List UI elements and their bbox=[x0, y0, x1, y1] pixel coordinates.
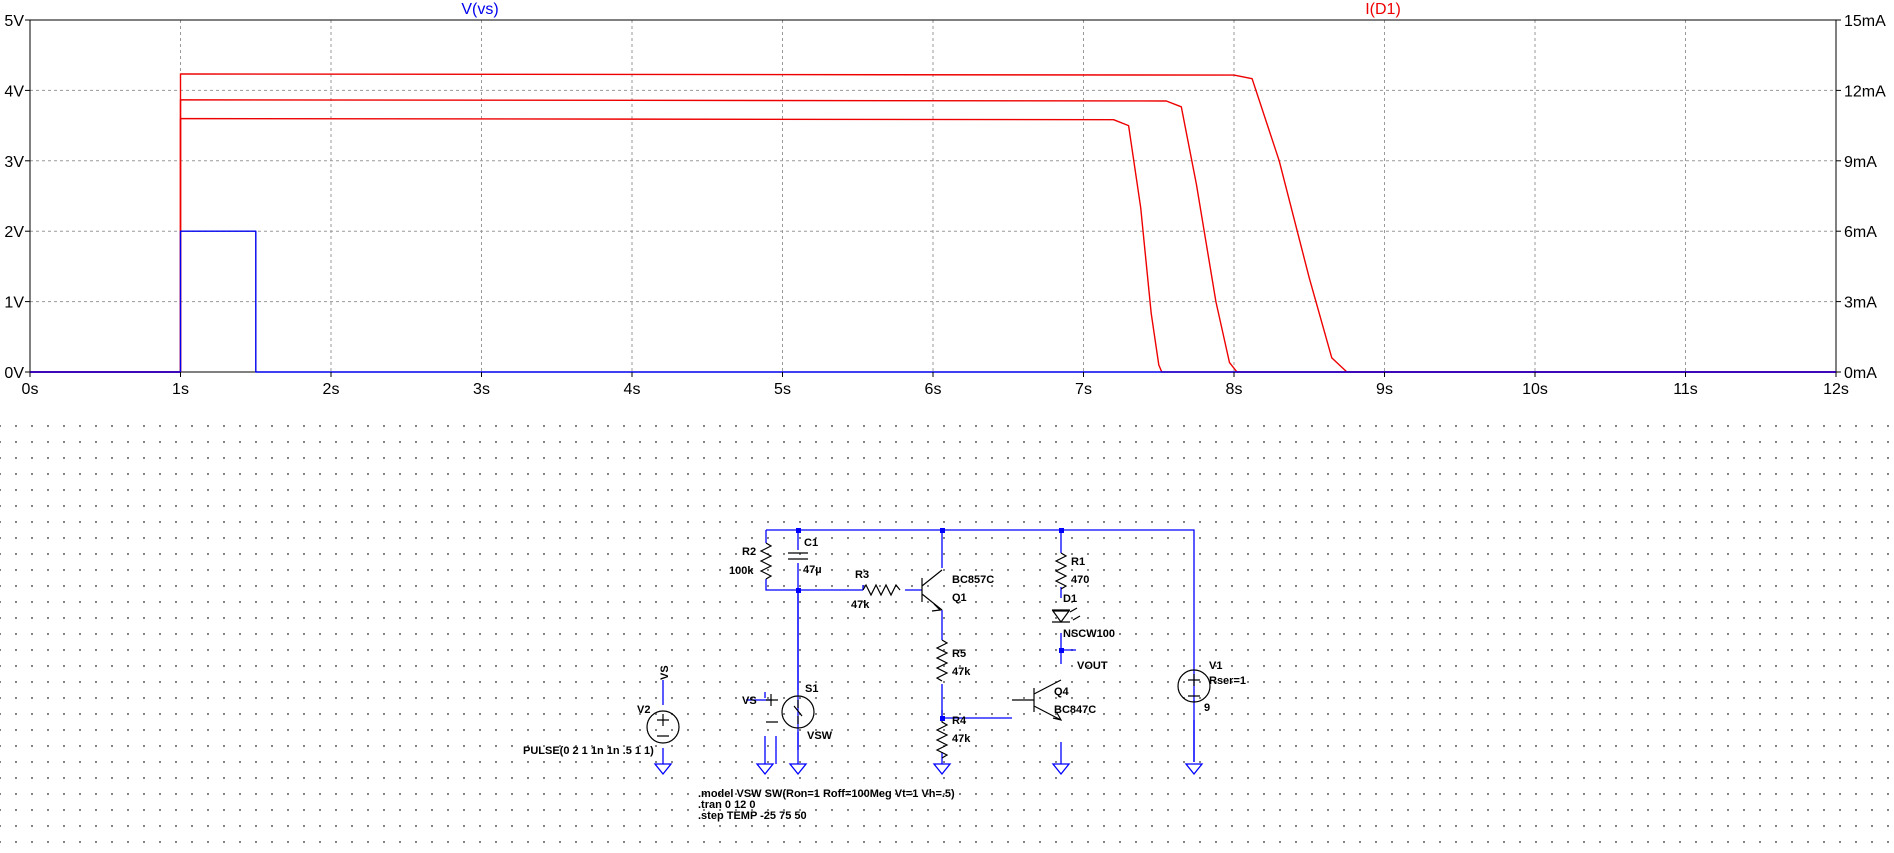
y-right-tick-label: 9mA bbox=[1844, 154, 1877, 171]
x-tick-label: 10s bbox=[1522, 381, 1548, 398]
ground-icon bbox=[755, 763, 775, 776]
r1-resistor-icon bbox=[1054, 552, 1068, 590]
spice-directive: .tran 0 12 0 bbox=[698, 799, 755, 811]
y-left-tick-label: 1V bbox=[4, 295, 24, 312]
y-right-tick-label: 0mA bbox=[1844, 365, 1877, 382]
waveform-plot[interactable]: 0s 1s 2s 3s 4s 5s 6s 7s 8s 9s 10s 11s 12s 0V 1V 2V 3V 4V 5… bbox=[0, 0, 1894, 420]
y-right-tick-label: 15mA bbox=[1844, 13, 1886, 30]
r3-value: 47k bbox=[851, 599, 870, 611]
vs-net-label: VS bbox=[659, 665, 671, 680]
r4-label: R4 bbox=[952, 715, 967, 727]
y-left-tick-label: 0V bbox=[4, 365, 24, 382]
schematic-pane[interactable]: R2 100k C1 47µ R3 47k BC857C Q1 R5 47k R… bbox=[0, 420, 1894, 848]
y-right-tick-label: 12mA bbox=[1844, 83, 1886, 100]
v1-value: 9 bbox=[1204, 702, 1210, 714]
d1-label: D1 bbox=[1063, 593, 1077, 605]
r2-label: R2 bbox=[742, 546, 756, 558]
trace-label-id1[interactable]: I(D1) bbox=[1365, 1, 1401, 18]
y-left-tick-label: 4V bbox=[4, 83, 24, 100]
v2-value: PULSE(0 2 1 1n 1n .5 1 1) bbox=[523, 745, 654, 757]
r1-value: 470 bbox=[1071, 574, 1089, 586]
x-tick-label: 3s bbox=[473, 381, 490, 398]
d1-led-icon bbox=[1051, 607, 1081, 624]
r5-value: 47k bbox=[952, 666, 971, 678]
s1-switch-icon bbox=[781, 695, 815, 729]
r2-resistor-icon bbox=[759, 542, 773, 580]
r1-label: R1 bbox=[1071, 556, 1085, 568]
spice-directive: .model VSW SW(Ron=1 Roff=100Meg Vt=1 Vh=… bbox=[698, 788, 955, 800]
r3-label: R3 bbox=[855, 569, 869, 581]
component-labels: R2 100k C1 47µ R3 47k BC857C Q1 R5 47k R… bbox=[523, 537, 1246, 822]
schematic[interactable]: R2 100k C1 47µ R3 47k BC857C Q1 R5 47k R… bbox=[0, 420, 1894, 848]
r4-resistor-icon bbox=[935, 718, 949, 759]
x-tick-label: 6s bbox=[925, 381, 942, 398]
r2-value: 100k bbox=[729, 565, 754, 577]
spice-directive: .step TEMP -25 75 50 bbox=[698, 810, 807, 822]
v2-source-icon bbox=[646, 710, 680, 744]
y-left-tick-label: 5V bbox=[4, 13, 24, 30]
q4-label: Q4 bbox=[1054, 686, 1070, 698]
d1-model: NSCW100 bbox=[1063, 628, 1115, 640]
plot-traces bbox=[30, 73, 1836, 373]
x-tick-label: 8s bbox=[1226, 381, 1243, 398]
x-tick-label: 1s bbox=[172, 381, 189, 398]
c1-label: C1 bbox=[804, 537, 818, 549]
vout-net-label: VOUT bbox=[1077, 660, 1108, 672]
trace-label-vvs[interactable]: V(vs) bbox=[461, 1, 498, 18]
x-tick-label: 7s bbox=[1075, 381, 1092, 398]
x-tick-label: 2s bbox=[323, 381, 340, 398]
y-left-tick-label: 2V bbox=[4, 224, 24, 241]
waveform-pane[interactable]: 0s 1s 2s 3s 4s 5s 6s 7s 8s 9s 10s 11s 12s 0V 1V 2V 3V 4V 5… bbox=[0, 0, 1894, 420]
y-left-tick-label: 3V bbox=[4, 154, 24, 171]
y-right-tick-label: 6mA bbox=[1844, 224, 1877, 241]
v2-label: V2 bbox=[637, 704, 650, 716]
ground-symbols bbox=[653, 763, 1204, 776]
x-tick-label: 5s bbox=[774, 381, 791, 398]
q1-transistor-icon bbox=[921, 569, 943, 612]
q1-label: Q1 bbox=[952, 592, 967, 604]
v1-rser: Rser=1 bbox=[1209, 675, 1246, 687]
x-tick-label: 12s bbox=[1823, 381, 1849, 398]
components bbox=[646, 542, 1211, 759]
c1-value: 47µ bbox=[803, 564, 822, 576]
r3-resistor-icon bbox=[862, 583, 901, 597]
ground-icon bbox=[932, 763, 952, 776]
ground-icon bbox=[788, 763, 808, 776]
ground-icon bbox=[653, 763, 673, 776]
ground-icon bbox=[1051, 763, 1071, 776]
v1-source-icon bbox=[1177, 669, 1211, 703]
c1-capacitor-icon bbox=[788, 552, 808, 560]
junction-dots bbox=[796, 528, 1064, 721]
x-tick-label: 11s bbox=[1673, 381, 1698, 398]
r5-resistor-icon bbox=[935, 639, 949, 682]
r4-value: 47k bbox=[952, 733, 971, 745]
v1-label: V1 bbox=[1209, 660, 1222, 672]
y-right-tick-label: 3mA bbox=[1844, 295, 1877, 312]
s1-label: S1 bbox=[805, 683, 818, 695]
plot-grid bbox=[30, 20, 1836, 372]
q1-model: BC857C bbox=[952, 574, 994, 586]
x-tick-label: 4s bbox=[624, 381, 641, 398]
x-tick-label: 9s bbox=[1376, 381, 1393, 398]
r5-label: R5 bbox=[952, 648, 966, 660]
x-tick-label: 0s bbox=[22, 381, 39, 398]
q4-model: BC847C bbox=[1054, 704, 1096, 716]
trace-vvs[interactable] bbox=[30, 230, 1836, 373]
plot-ticks: 0s 1s 2s 3s 4s 5s 6s 7s 8s 9s 10s 11s 12s 0V 1V 2V 3V 4V 5… bbox=[4, 13, 1886, 398]
ground-icon bbox=[1184, 763, 1204, 776]
s1-model: VSW bbox=[807, 730, 833, 742]
s1-control-net-label: VS bbox=[742, 695, 757, 707]
